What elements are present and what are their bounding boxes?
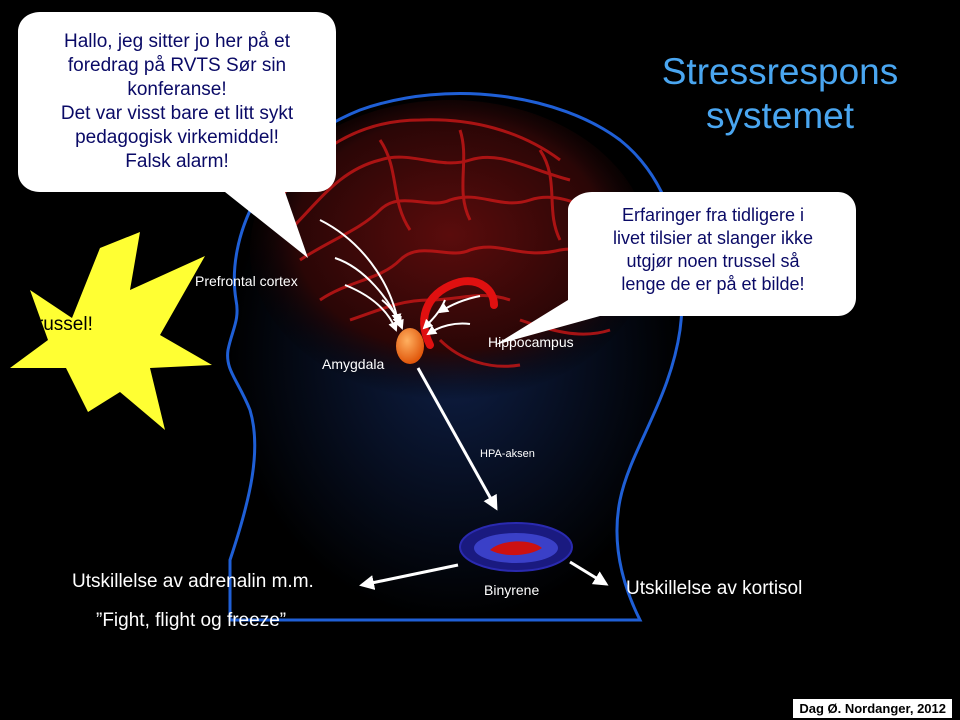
binyrene-inner [490, 541, 542, 556]
speech-line: Hallo, jeg sitter jo her på et [63, 31, 290, 52]
speech-line: Det var visst bare et litt sykt [60, 103, 294, 124]
arrows-to-amygdala [319, 219, 481, 336]
title-line-1: Stressrespons [661, 51, 899, 92]
footer-credit: Dag Ø. Nordanger, 2012 [793, 699, 952, 718]
speech-bubble-text: Hallo, jeg sitter jo her på et foredrag … [22, 30, 332, 174]
speech-line: foredrag på RVTS Sør sin [67, 55, 287, 76]
fight-flight-label: ”Fight, flight og freeze” [96, 610, 287, 631]
binyrene-label: Binyrene [484, 582, 540, 598]
speech-line: konferanse! [127, 79, 227, 100]
speech-line: pedagogisk virkemiddel! [75, 127, 279, 148]
prefrontal-label: Prefrontal cortex [195, 273, 298, 289]
memory-bubble-text: Erfaringer fra tidligere i livet tilsier… [572, 204, 854, 296]
hpa-label: HPA-aksen [480, 448, 535, 460]
adrenalin-arrow [359, 563, 459, 590]
memory-bubble [495, 192, 856, 345]
threat-label: Trussel! [26, 314, 93, 335]
memory-line: lenge de er på et bilde! [621, 274, 805, 294]
amygdala-shape [396, 328, 424, 364]
memory-line: Erfaringer fra tidligere i [621, 205, 805, 225]
threat-star [10, 232, 212, 430]
kortisol-label: Utskillelse av kortisol [626, 578, 803, 599]
adrenalin-label: Utskillelse av adrenalin m.m. [72, 571, 314, 592]
memory-line: utgjør noen trussel så [626, 251, 800, 271]
hpa-arrow [416, 367, 498, 511]
memory-line: livet tilsier at slanger ikke [612, 228, 814, 248]
title-line-2: systemet [705, 95, 855, 136]
speech-bubble [18, 12, 336, 258]
hippocampus-label: Hippocampus [488, 334, 574, 350]
speech-line: Falsk alarm! [125, 151, 229, 172]
amygdala-label: Amygdala [322, 356, 385, 372]
page-title: Stressrespons systemet [600, 50, 960, 138]
kortisol-arrow [569, 560, 609, 586]
